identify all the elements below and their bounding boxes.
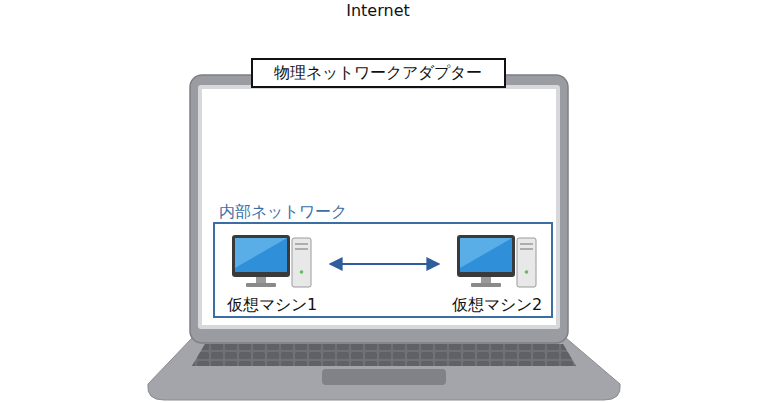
machine-name: 仮想マシン1 — [218, 295, 326, 314]
adapter-box: 物理ネットワークアダプター — [251, 58, 506, 88]
laptop-lid — [190, 75, 568, 343]
touchpad — [322, 369, 446, 385]
keyboard-keys — [192, 344, 576, 366]
pc-icon — [457, 235, 536, 287]
network-label: Internet — [346, 1, 410, 20]
network-group: 内部ネットワーク仮想マシン1仮想マシン2 — [213, 222, 553, 318]
box-label: 物理ネットワークアダプター — [274, 63, 482, 82]
virtual-machine: 仮想マシン1 — [218, 234, 326, 316]
laptop-base — [148, 338, 620, 400]
virtual-machine: 仮想マシン2 — [443, 234, 551, 316]
screen — [202, 89, 556, 325]
pc-icon — [232, 235, 311, 287]
keyboard — [192, 344, 576, 366]
connection-arrow — [330, 263, 439, 265]
group-heading: 内部ネットワーク — [217, 202, 349, 221]
screen-bezel — [198, 85, 560, 329]
machine-name: 仮想マシン2 — [443, 295, 551, 314]
